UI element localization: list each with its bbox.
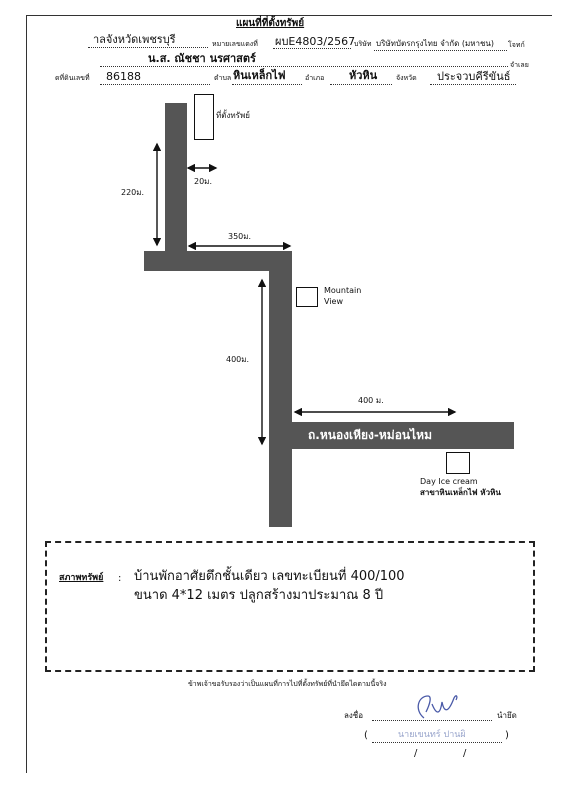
property-details-line-2: ขนาด 4*12 เมตร ปลูกสร้างมาประมาณ 8 ปี xyxy=(134,588,384,603)
defendant-underline xyxy=(100,66,508,67)
road-name-label: ถ.หนองเหียง-หม่อนไหม xyxy=(308,428,432,442)
plaintiff-label: โจทก์ xyxy=(508,41,525,49)
company-value: บริษัทบัตรกรุงไทย จำกัด (มหาชน) xyxy=(376,39,495,48)
day-ice-cream-label-1: Day Ice cream xyxy=(420,477,478,486)
property-details-colon: : xyxy=(118,573,122,584)
subdistrict-underline xyxy=(232,84,302,85)
court-name: าลจังหวัดเพชรบุรี xyxy=(93,33,176,46)
signature-underline xyxy=(372,720,492,721)
deed-value: 86188 xyxy=(106,70,141,83)
case-underline xyxy=(273,48,351,49)
mountain-view-label-2: View xyxy=(324,297,343,306)
day-ice-cream-label-2: สาขาหินเหล็กไฟ หัวหิน xyxy=(420,488,501,497)
signature-label: ลงชื่อ xyxy=(344,711,364,720)
road-segment-main-road xyxy=(269,422,514,449)
company-underline xyxy=(374,50,507,51)
court-underline xyxy=(88,47,208,48)
road-segment-top-vertical xyxy=(165,103,187,269)
distance-400m-horizontal-label: 400 ม. xyxy=(358,396,384,405)
property-details-box xyxy=(45,541,535,672)
name-close-paren: ) xyxy=(505,730,509,741)
road-segment-long-vertical xyxy=(269,251,292,527)
property-marker xyxy=(194,94,214,140)
signer-name: นายเขนทร์ ปานผิ xyxy=(398,730,466,740)
deed-label: ดที่ดินเลขที่ xyxy=(55,74,90,82)
defendant-name: น.ส. ณัชชา นรศาสตร์ xyxy=(148,52,256,65)
district-value: หัวหิน xyxy=(349,69,378,82)
subdistrict-label: ตำบล xyxy=(214,74,232,82)
district-underline xyxy=(330,84,392,85)
district-label: อำเภอ xyxy=(305,74,325,82)
date-slash-2: / xyxy=(463,748,467,759)
defendant-label: จำเลย xyxy=(510,61,529,69)
certification-statement: ข้าพเจ้าขอรับรองว่าเป็นแผนที่การไปที่ตั้… xyxy=(188,680,387,688)
company-label: บริษัท xyxy=(354,40,372,48)
road-segment-middle-horizontal xyxy=(144,251,292,271)
document-title: แผนที่ที่ตั้งทรัพย์ xyxy=(236,18,305,29)
signer-role-label: นำยึด xyxy=(497,711,517,720)
distance-350m-label: 350ม. xyxy=(228,232,252,241)
date-slash-1: / xyxy=(414,748,418,759)
property-label: ที่ตั้งทรัพย์ xyxy=(216,111,250,120)
property-details-label: สภาพทรัพย์ xyxy=(59,573,104,583)
day-ice-cream-marker xyxy=(446,452,470,474)
document-frame xyxy=(26,15,552,773)
province-label: จังหวัด xyxy=(396,74,417,82)
mountain-view-marker xyxy=(296,287,318,307)
mountain-view-label-1: Mountain xyxy=(324,286,362,295)
province-value: ประจวบคีรีขันธ์ xyxy=(437,70,511,83)
distance-400m-vertical-label: 400ม. xyxy=(226,355,250,364)
case-number-value: ผบE4803/2567 xyxy=(275,35,356,48)
deed-underline xyxy=(100,84,210,85)
case-number-label: หมายเลขแดงที่ xyxy=(212,40,258,48)
handwritten-signature xyxy=(417,695,458,719)
subdistrict-value: หินเหล็กไฟ xyxy=(233,69,286,82)
distance-220m-label: 220ม. xyxy=(121,188,145,197)
name-open-paren: ( xyxy=(364,730,368,741)
distance-20m-label: 20ม. xyxy=(194,177,212,186)
property-details-line-1: บ้านพักอาศัยตึกชั้นเดียว เลขทะเบียนที่ 4… xyxy=(134,569,405,584)
signer-name-underline xyxy=(372,742,502,743)
province-underline xyxy=(430,84,516,85)
